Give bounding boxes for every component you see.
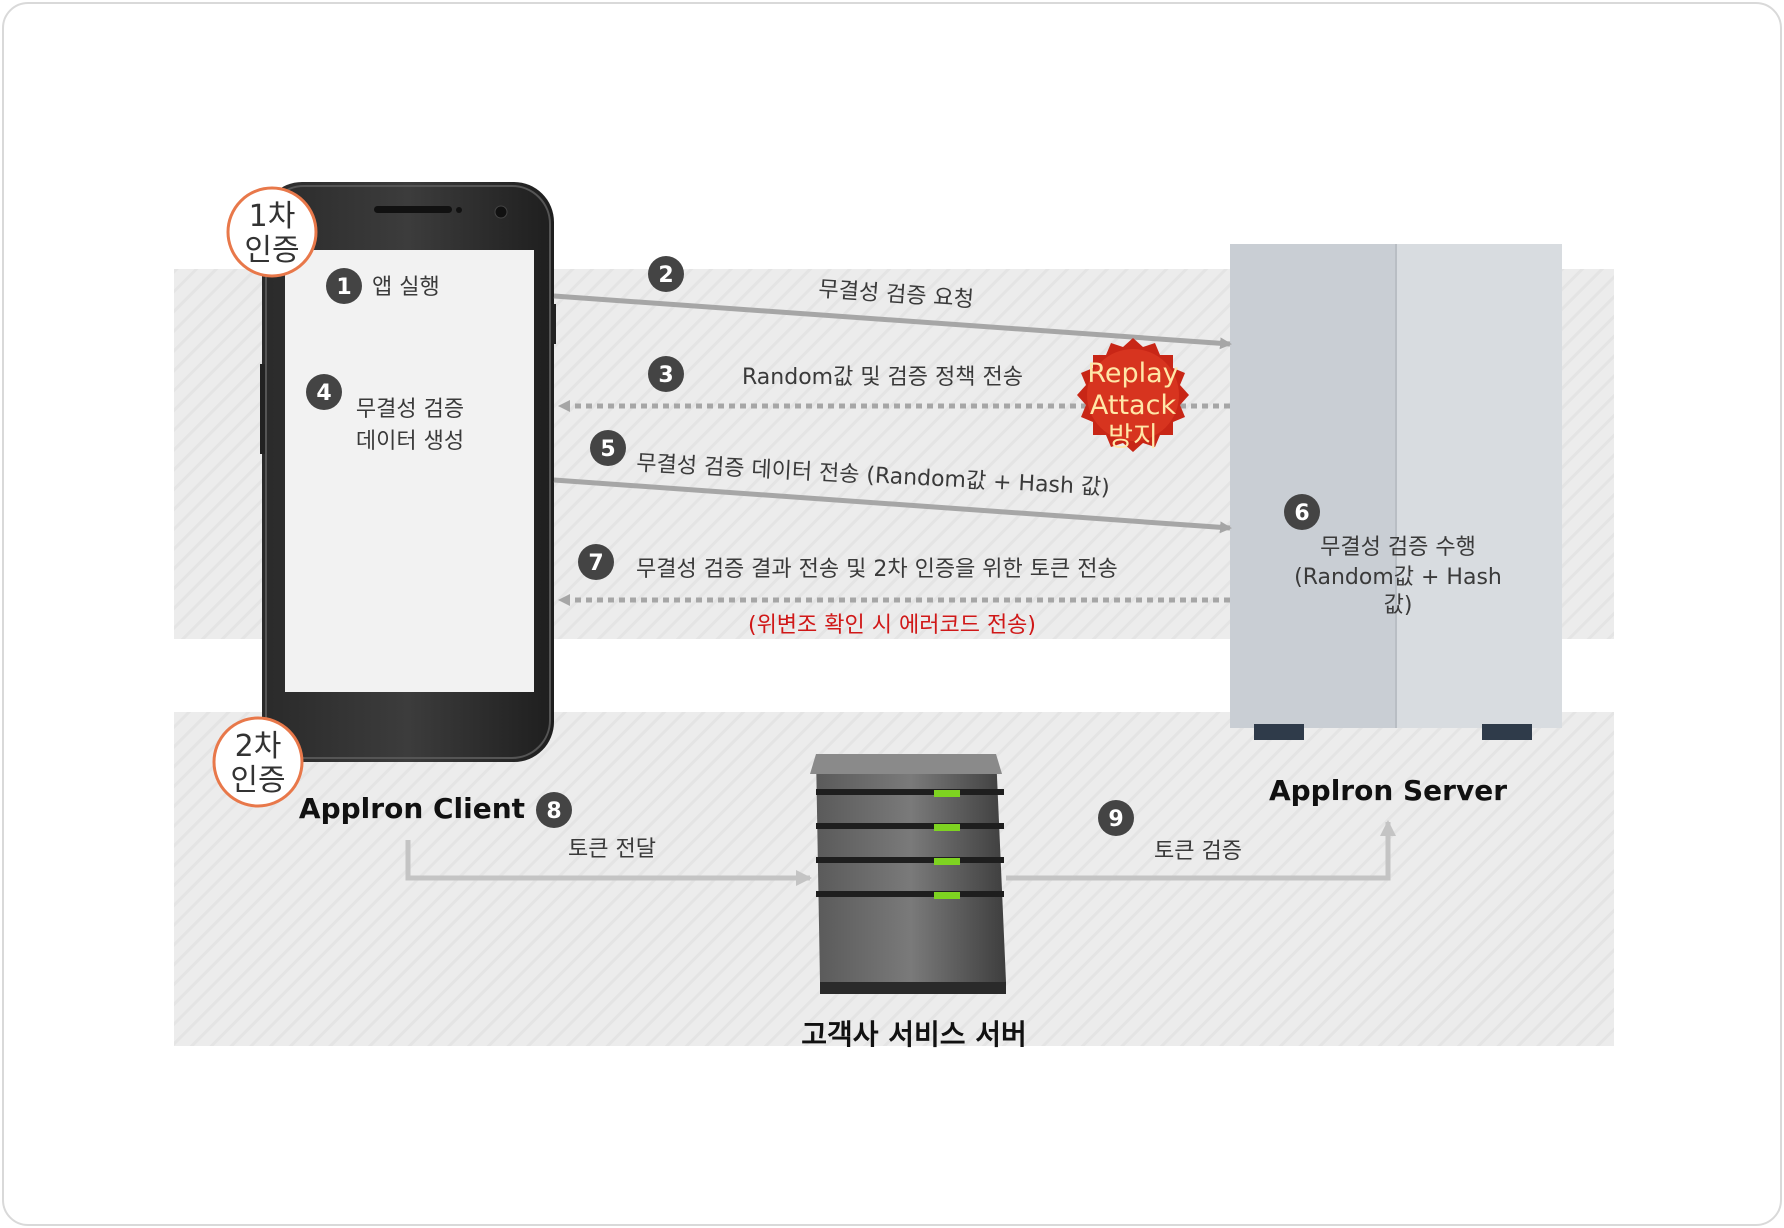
step-6-line-2: (Random값 + Hash [1294, 565, 1502, 590]
smartphone [260, 182, 556, 762]
step-6: 6 무결성 검증 수행 (Random값 + Hash 값) [1284, 494, 1502, 618]
second-auth-line-1: 2차 [235, 729, 282, 764]
client-title: Applron Client [299, 792, 525, 825]
step-6-number: 6 [1294, 501, 1309, 526]
arrow-step-5 [553, 477, 1232, 534]
auth-flow-diagram: Replay Attack 방지 1차 인증 2차 인증 1 앱 실행 2 무결… [174, 182, 1614, 1051]
step-6-line-1: 무결성 검증 수행 [1320, 535, 1476, 560]
service-server-title: 고객사 서비스 서버 [801, 1018, 1027, 1051]
step-4: 4 무결성 검증 데이터 생성 [306, 374, 464, 454]
replay-attack-stamp: Replay Attack 방지 [1077, 338, 1189, 453]
stamp-line-2: Attack [1090, 390, 1177, 421]
second-auth-line-2: 인증 [230, 763, 285, 798]
step-5-number: 5 [600, 437, 615, 462]
step-4-number: 4 [316, 381, 331, 406]
step-8-number: 8 [546, 799, 561, 824]
step-9-label: 토큰 검증 [1154, 839, 1242, 864]
second-auth-badge: 2차 인증 [212, 716, 304, 808]
step-1: 1 앱 실행 [326, 268, 440, 304]
step-8-label: 토큰 전달 [568, 837, 656, 862]
step-9: 9 토큰 검증 [1098, 800, 1242, 864]
step-4-line-2: 데이터 생성 [356, 429, 464, 454]
step-3-label: Random값 및 검증 정책 전송 [742, 365, 1023, 390]
step-3-number: 3 [658, 363, 673, 388]
led-indicator [934, 858, 960, 865]
step-1-label: 앱 실행 [372, 275, 440, 300]
first-auth-line-2: 인증 [244, 233, 299, 268]
arrow-step-2 [553, 293, 1232, 350]
customer-service-server [810, 754, 1006, 994]
led-indicator [934, 892, 960, 899]
arrow-step-9 [1006, 820, 1396, 881]
led-indicator [934, 790, 960, 797]
stamp-line-3: 방지 [1108, 422, 1158, 453]
step-7-number: 7 [588, 551, 603, 576]
first-auth-line-1: 1차 [249, 199, 296, 234]
step-2-number: 2 [658, 263, 673, 288]
step-9-number: 9 [1108, 807, 1123, 832]
step-7-warning: (위변조 확인 시 에러코드 전송) [748, 613, 1036, 638]
stamp-line-1: Replay [1087, 358, 1178, 389]
first-auth-badge: 1차 인증 [226, 186, 318, 278]
led-indicator [934, 824, 960, 831]
server-title: Applron Server [1269, 774, 1507, 807]
step-7-label: 무결성 검증 결과 전송 및 2차 인증을 위한 토큰 전송 [636, 557, 1118, 582]
step-3: 3 Random값 및 검증 정책 전송 [648, 356, 1023, 392]
step-8: 8 토큰 전달 [536, 792, 656, 862]
step-1-number: 1 [336, 275, 351, 300]
step-4-line-1: 무결성 검증 [356, 397, 464, 422]
step-7: 7 무결성 검증 결과 전송 및 2차 인증을 위한 토큰 전송 (위변조 확인… [578, 544, 1118, 638]
applron-server-cabinet [1230, 244, 1562, 740]
arrow-step-8 [405, 840, 812, 886]
step-6-line-3: 값) [1384, 593, 1413, 618]
